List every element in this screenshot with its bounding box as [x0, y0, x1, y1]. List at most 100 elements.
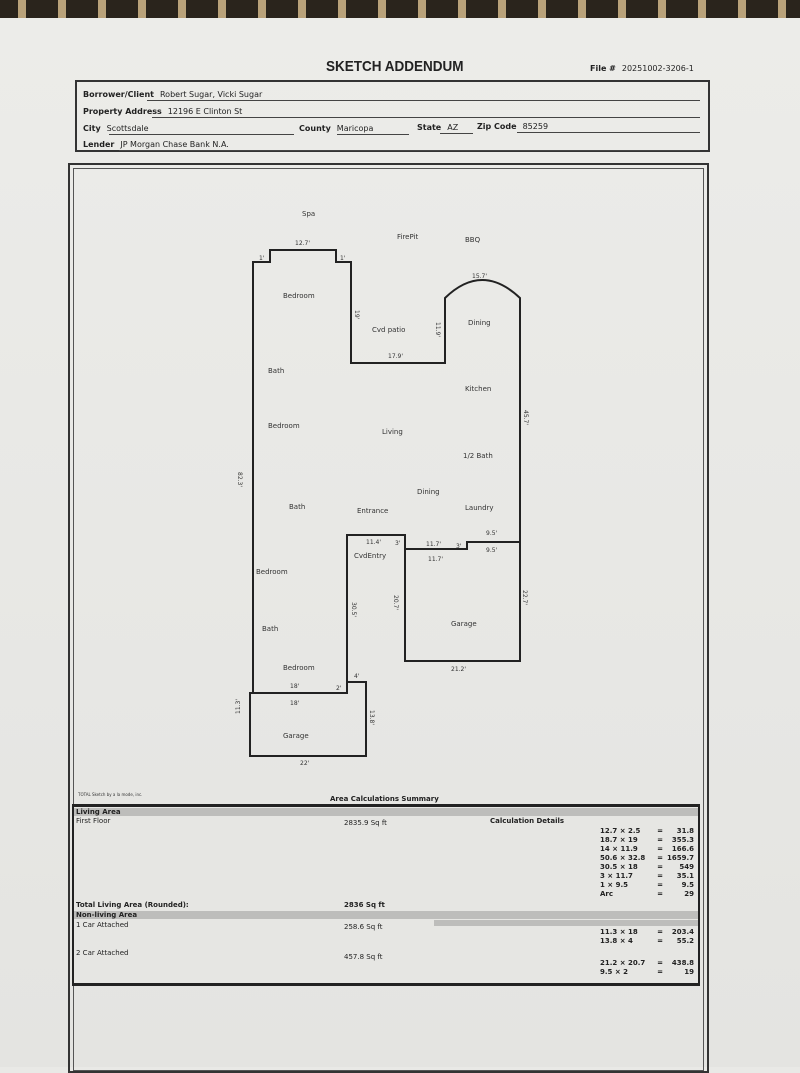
- label-entrance: Entrance: [357, 507, 388, 515]
- calc-row: 14 × 11.9 = 166.6: [600, 845, 694, 854]
- equals-sign: =: [657, 928, 663, 936]
- equals-sign: =: [657, 968, 663, 976]
- calc-row: Arc = 29: [600, 890, 694, 899]
- dimension-label: 2': [336, 685, 342, 692]
- car2-value: 457.8 Sq ft: [344, 953, 383, 961]
- total-living-value: 2836 Sq ft: [344, 901, 385, 909]
- first-floor-value: 2835.9 Sq ft: [344, 819, 387, 827]
- dimension-label: 20.7': [392, 595, 399, 610]
- dimension-label: 17.9': [388, 353, 403, 360]
- dimension-label: 18': [290, 700, 300, 707]
- calculation-details-label: Calculation Details: [490, 817, 565, 825]
- calc-row: 12.7 × 2.5=31.8: [600, 827, 694, 836]
- dimension-labels: 12.7' 1' 1' 15.7' 19' 11.9' 17.9' 45.7' …: [235, 240, 529, 767]
- calc-expr: 14 × 11.9: [600, 845, 638, 853]
- label-bath: Bath: [289, 503, 305, 511]
- calc-row: 18.7 × 19=355.3: [600, 836, 694, 845]
- calc-value: 1659.7: [666, 854, 694, 862]
- calc-value: 35.1: [676, 872, 694, 880]
- equals-sign: =: [657, 881, 663, 889]
- area-calculations-summary: Living Area First Floor 2835.9 Sq ft Cal…: [72, 804, 700, 986]
- calc-value: 29: [684, 890, 694, 898]
- dimension-label: 4': [354, 673, 360, 680]
- label-bath: Bath: [262, 625, 278, 633]
- dimension-label: 9.5': [486, 530, 498, 537]
- calc-value: 9.5: [681, 881, 694, 889]
- dimension-label: 45.7': [522, 410, 529, 425]
- equals-sign: =: [657, 937, 663, 945]
- dimension-label: 19': [353, 310, 360, 320]
- label-cvd-patio: Cvd patio: [372, 326, 405, 334]
- page-title: SKETCH ADDENDUM: [326, 58, 464, 75]
- calc-expr: 13.8 × 4: [600, 937, 633, 945]
- dimension-label: 11.9': [434, 322, 441, 337]
- calc-expr: 18.7 × 19: [600, 836, 638, 844]
- address-value: 12196 E Clinton St: [167, 107, 243, 116]
- label-bath: Bath: [268, 367, 284, 375]
- dimension-label: 1': [340, 255, 346, 262]
- calc-expr: 11.3 × 18: [600, 928, 638, 936]
- calc-value: 19: [684, 968, 694, 976]
- label-bedroom: Bedroom: [283, 292, 315, 300]
- equals-sign: =: [657, 863, 663, 871]
- equals-sign: =: [657, 836, 663, 844]
- dimension-label: 15.7': [472, 273, 487, 280]
- label-laundry: Laundry: [465, 504, 494, 512]
- dimension-label: 1': [259, 255, 265, 262]
- calc-value: 438.8: [671, 959, 694, 967]
- car1-value: 258.6 Sq ft: [344, 923, 383, 931]
- calc-value: 55.2: [676, 937, 694, 945]
- state-value: AZ: [447, 123, 459, 132]
- equals-sign: =: [657, 845, 663, 853]
- room-labels: Spa FirePit BBQ Bedroom Cvd patio Dining…: [256, 210, 494, 740]
- calc-row: 1 × 9.5=9.5: [600, 881, 694, 890]
- calc-row: 50.6 × 32.8 =1659.7: [600, 854, 694, 863]
- two-car-garage-outline: [404, 542, 521, 662]
- car1-label: 1 Car Attached: [76, 921, 129, 929]
- calc-expr: 50.6 × 32.8: [600, 854, 646, 862]
- city-value: Scottsdale: [106, 124, 149, 133]
- label-cvd-entry: CvdEntry: [354, 552, 386, 560]
- living-area-band: Living Area: [74, 808, 698, 816]
- label-spa: Spa: [302, 210, 315, 218]
- label-kitchen: Kitchen: [465, 385, 491, 393]
- equals-sign: =: [657, 827, 663, 835]
- calc-expr: 9.5 × 2: [600, 968, 629, 976]
- dimension-label: 3': [456, 543, 462, 550]
- calc-value: 549: [679, 863, 694, 871]
- calc-value: 166.6: [671, 845, 694, 853]
- equals-sign: =: [657, 854, 663, 862]
- car2-label: 2 Car Attached: [76, 949, 129, 957]
- file-number: File #20251002-3206-1: [590, 64, 694, 73]
- dimension-label: 11.7': [426, 541, 441, 548]
- sketch-credit: TOTAL Sketch by a la mode, inc.: [77, 792, 142, 797]
- background-fabric: [0, 0, 800, 22]
- calc-expr: 12.7 × 2.5: [600, 827, 641, 835]
- dimension-label: 13.8': [368, 710, 375, 725]
- calc-row: 11.3 × 18=203.4: [600, 928, 694, 937]
- county-value: Maricopa: [336, 124, 374, 133]
- calc-expr: Arc: [600, 890, 614, 898]
- first-floor-label: First Floor: [76, 817, 111, 825]
- lender-value: JP Morgan Chase Bank N.A.: [120, 140, 229, 149]
- dimension-label: 11.7': [428, 556, 443, 563]
- equals-sign: =: [657, 890, 663, 898]
- floor-plan-sketch: Spa FirePit BBQ Bedroom Cvd patio Dining…: [77, 210, 529, 797]
- label-garage: Garage: [451, 620, 477, 628]
- dimension-label: 12.7': [295, 240, 310, 247]
- calc-row: 13.8 × 4 = 55.2: [600, 937, 694, 946]
- zip-value: 85259: [522, 122, 549, 131]
- dimension-label: 30.5': [350, 602, 357, 617]
- non-living-band: Non-living Area: [74, 911, 698, 919]
- label-firepit: FirePit: [397, 233, 419, 241]
- calc-expr: 21.2 × 20.7: [600, 959, 646, 967]
- non-living-band-detail: [434, 920, 698, 926]
- dimension-label: 22': [300, 760, 310, 767]
- calc-row: 30.5 × 18=549: [600, 863, 694, 872]
